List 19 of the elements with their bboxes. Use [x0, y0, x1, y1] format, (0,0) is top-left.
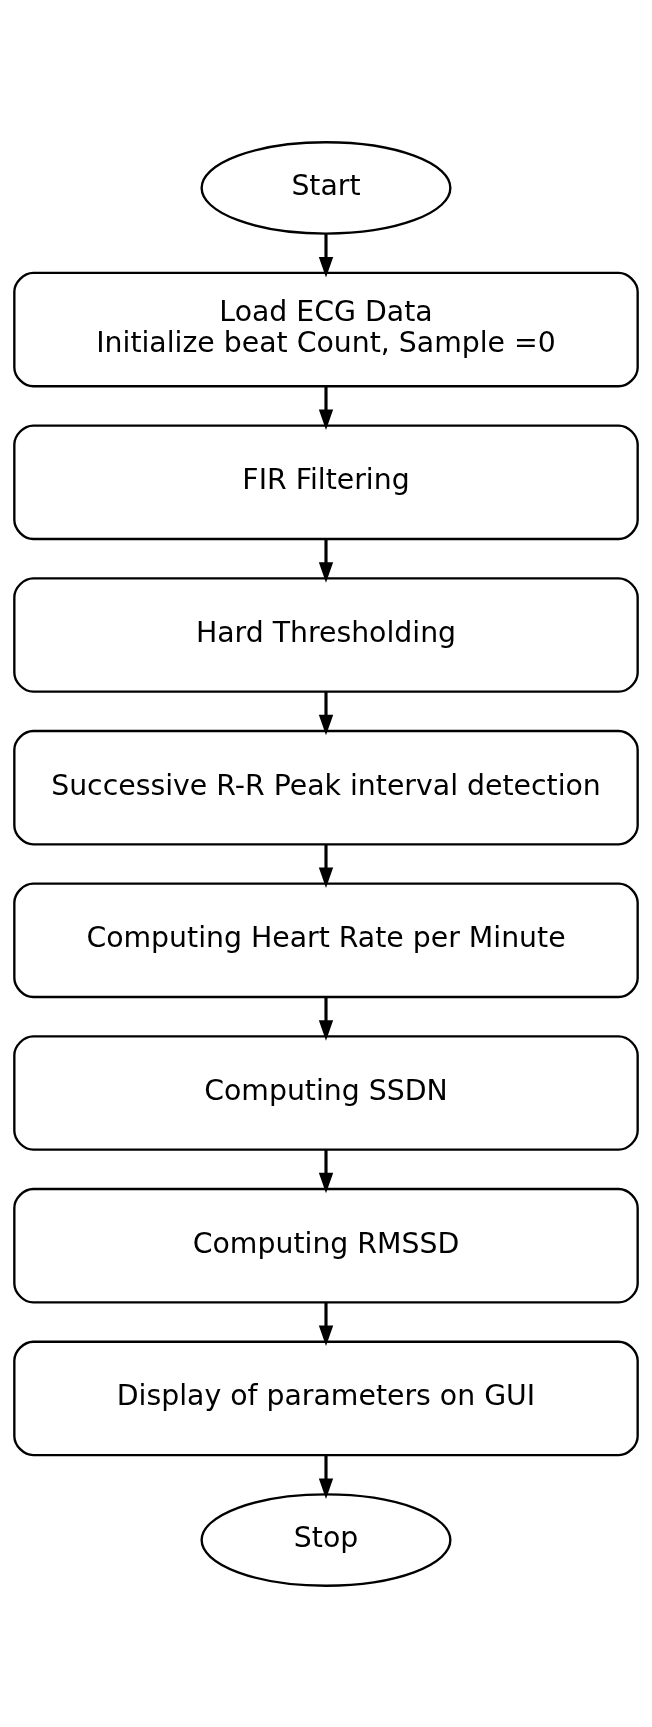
node-box: Load ECG Data Initialize beat Count, Sample =0 [13, 271, 639, 387]
arrow [318, 385, 334, 430]
arrow [318, 233, 334, 278]
arrow [318, 538, 334, 583]
node-box: Display of parameters on GUI [13, 1340, 639, 1456]
arrow [318, 1149, 334, 1193]
arrow [318, 996, 334, 1041]
arrow [318, 844, 334, 888]
node-box: Computing RMSSD [13, 1187, 639, 1304]
arrow [318, 1454, 334, 1499]
node-box: Hard Thresholding [13, 576, 639, 693]
node-ellipse: Stop [200, 1492, 452, 1587]
node-box: Computing Heart Rate per Minute [13, 882, 639, 998]
node-ellipse: Start [200, 140, 452, 235]
arrow [318, 1302, 334, 1346]
arrow [318, 691, 334, 735]
node-box: FIR Filtering [13, 423, 639, 540]
node-box: Successive R-R Peak interval detection [13, 729, 639, 845]
node-box: Computing SSDN [13, 1034, 639, 1151]
